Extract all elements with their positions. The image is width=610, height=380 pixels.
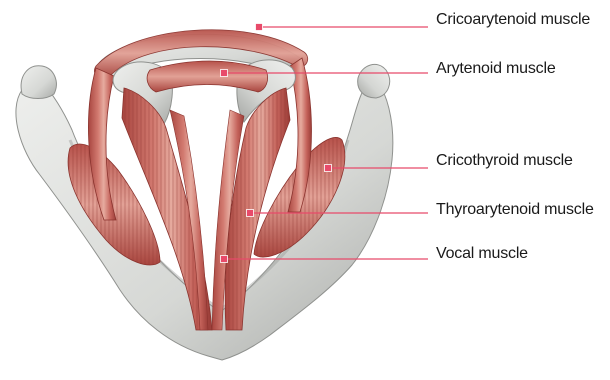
label-thyroarytenoid-muscle: Thyroarytenoid muscle bbox=[436, 200, 594, 220]
marker-cricothyroid-muscle bbox=[325, 165, 332, 172]
label-cricoarytenoid-muscle: Cricoarytenoid muscle bbox=[436, 10, 590, 30]
arytenoid-muscle bbox=[147, 61, 267, 92]
label-vocal-muscle: Vocal muscle bbox=[436, 244, 528, 264]
label-arytenoid-muscle: Arytenoid muscle bbox=[436, 59, 556, 79]
label-cricothyroid-muscle: Cricothyroid muscle bbox=[436, 151, 573, 171]
marker-cricoarytenoid-muscle bbox=[256, 24, 263, 31]
marker-arytenoid-muscle bbox=[221, 70, 228, 77]
marker-thyroarytenoid-muscle bbox=[247, 210, 254, 217]
marker-vocal-muscle bbox=[221, 256, 228, 263]
